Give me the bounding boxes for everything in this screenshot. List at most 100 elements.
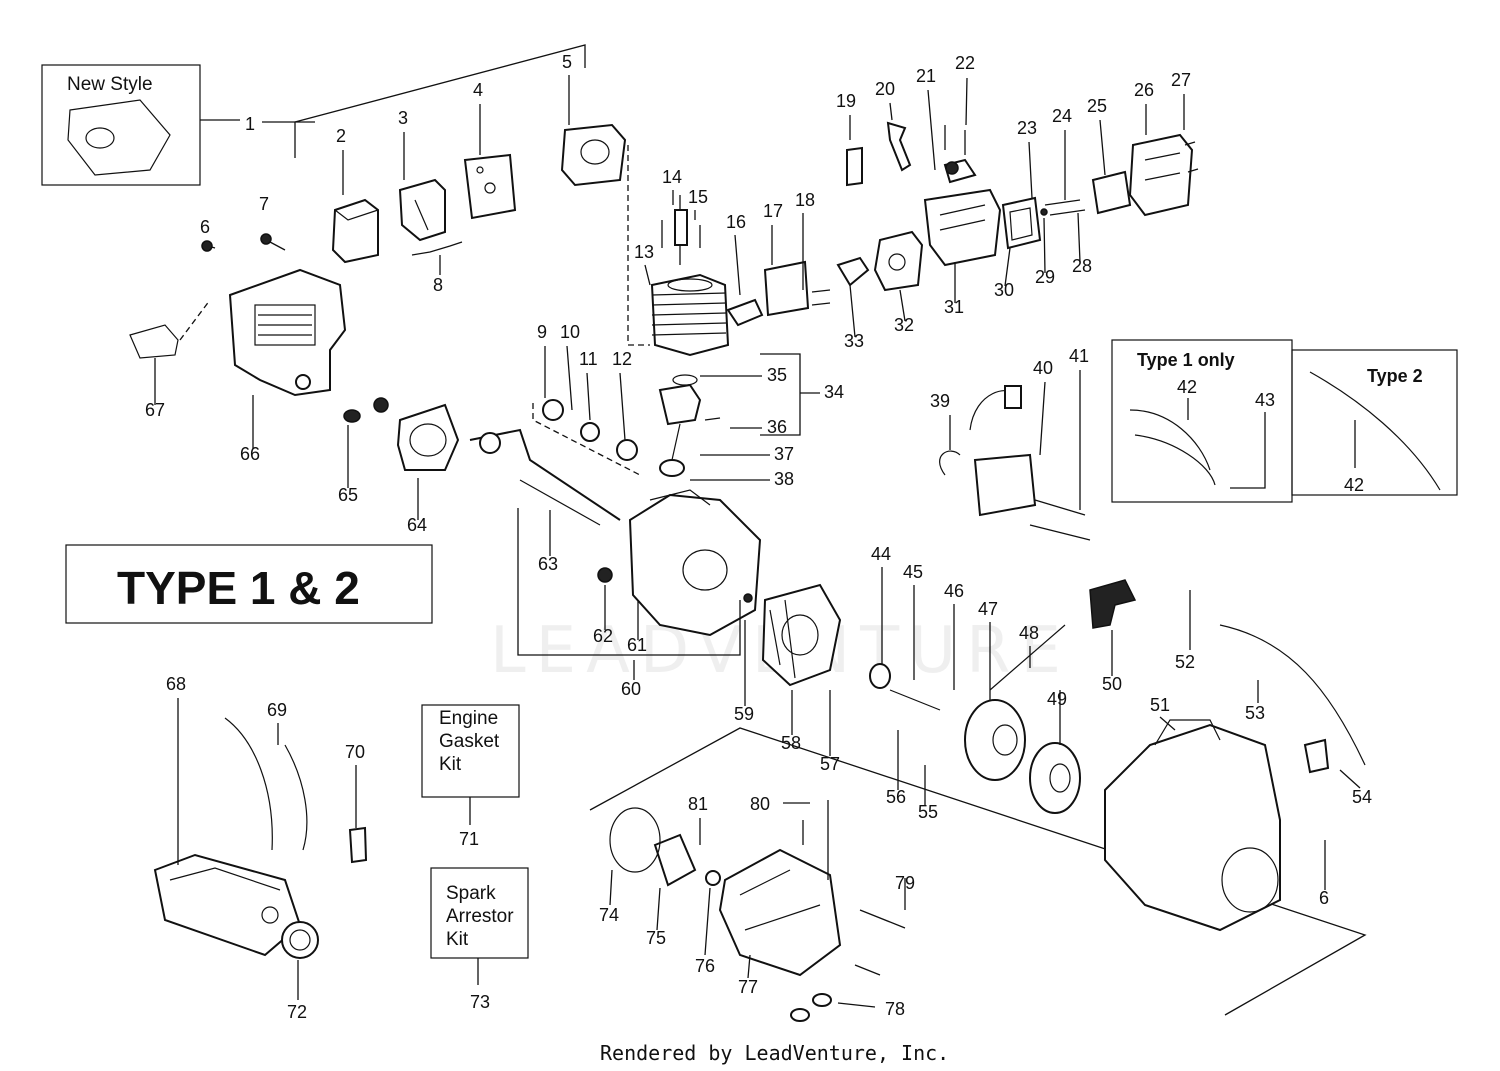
part-starter-housing: [1104, 719, 1281, 932]
label-17: 17: [763, 201, 783, 221]
part-filter-cover: [560, 123, 627, 187]
label-6b: 6: [1319, 888, 1329, 908]
part-gasket-16: [726, 298, 764, 327]
label-44: 44: [871, 544, 891, 564]
label-75: 75: [646, 928, 666, 948]
label-65: 65: [338, 485, 358, 505]
label-72: 72: [287, 1002, 307, 1022]
label-30: 30: [994, 280, 1014, 300]
label-52: 52: [1175, 652, 1195, 672]
part-lever-20: [886, 121, 912, 172]
part-flywheel: [761, 583, 842, 687]
part-filter-plate: [463, 153, 517, 220]
label-leaders: [154, 75, 1361, 1008]
part-gasket-30: [1001, 196, 1042, 250]
part-filter-bracket: [398, 178, 446, 242]
part-block-17: [763, 260, 810, 317]
label-3: 3: [398, 108, 408, 128]
engine-gasket-kit-line2: Gasket: [439, 731, 500, 752]
part-spring: [411, 241, 463, 256]
part-air-box: [923, 158, 1002, 267]
label-76: 76: [695, 956, 715, 976]
label-20: 20: [875, 79, 895, 99]
engine-gasket-kit-box: Engine Gasket Kit: [421, 704, 520, 825]
label-40: 40: [1033, 358, 1053, 378]
label-71: 71: [459, 829, 479, 849]
label-29: 29: [1035, 267, 1055, 287]
part-gasket: [396, 403, 460, 471]
label-23: 23: [1017, 118, 1037, 138]
label-78: 78: [885, 999, 905, 1019]
label-48: 48: [1019, 623, 1039, 643]
type-1-only-label: Type 1 only: [1137, 350, 1235, 370]
label-8: 8: [433, 275, 443, 295]
label-12: 12: [612, 349, 632, 369]
label-47: 47: [978, 599, 998, 619]
part-grommet: [343, 409, 361, 423]
label-81: 81: [688, 794, 708, 814]
part-ignition-coil: [939, 385, 1037, 517]
label-16: 16: [726, 212, 746, 232]
label-19: 19: [836, 91, 856, 111]
label-38: 38: [774, 469, 794, 489]
label-21: 21: [916, 66, 936, 86]
label-26: 26: [1134, 80, 1154, 100]
label-61: 61: [627, 635, 647, 655]
label-39: 39: [930, 391, 950, 411]
label-54: 54: [1352, 787, 1372, 807]
label-56: 56: [886, 787, 906, 807]
label-73: 73: [470, 992, 490, 1012]
label-45: 45: [903, 562, 923, 582]
part-air-filter: [331, 198, 379, 264]
spark-arrestor-kit-line1: Spark: [446, 883, 496, 904]
part-carburetor: [873, 230, 924, 292]
label-36: 36: [767, 417, 787, 437]
label-77: 77: [738, 977, 758, 997]
spark-arrestor-kit-box: Spark Arrestor Kit: [430, 867, 529, 985]
label-64: 64: [407, 515, 427, 535]
part-fuel-tank: [153, 853, 302, 957]
label-51: 51: [1150, 695, 1170, 715]
label-33: 33: [844, 331, 864, 351]
part-number-labels: 1 2 3 4 5 6 7 8 9 10 11 12 13 14 15 16 1…: [145, 52, 1372, 1022]
part-crankcase: [628, 489, 762, 637]
label-62: 62: [593, 626, 613, 646]
label-69: 69: [267, 700, 287, 720]
label-32: 32: [894, 315, 914, 335]
engine-gasket-kit-line3: Kit: [439, 754, 462, 775]
label-68: 68: [166, 674, 186, 694]
label-42a: 42: [1177, 377, 1197, 397]
engine-gasket-kit-line1: Engine: [439, 708, 498, 729]
label-28: 28: [1072, 256, 1092, 276]
label-4: 4: [473, 80, 483, 100]
label-49: 49: [1047, 689, 1067, 709]
label-9: 9: [537, 322, 547, 342]
label-43: 43: [1255, 390, 1275, 410]
label-7: 7: [259, 194, 269, 214]
label-11: 11: [579, 349, 598, 369]
label-42b: 42: [1344, 475, 1364, 495]
label-46: 46: [944, 581, 964, 601]
label-10: 10: [560, 322, 580, 342]
new-style-label: New Style: [67, 74, 153, 95]
label-15: 15: [688, 187, 708, 207]
label-5: 5: [562, 52, 572, 72]
part-crankshaft: [469, 428, 621, 526]
type-1-2-callout: TYPE 1 & 2: [65, 544, 433, 624]
part-fuel-filter: [348, 826, 368, 864]
label-59: 59: [734, 704, 754, 724]
label-74: 74: [599, 905, 619, 925]
part-filter-25: [1091, 170, 1132, 215]
label-58: 58: [781, 733, 801, 753]
label-25: 25: [1087, 96, 1107, 116]
label-18: 18: [795, 190, 815, 210]
label-27: 27: [1171, 70, 1191, 90]
label-60: 60: [621, 679, 641, 699]
label-57: 57: [820, 754, 840, 774]
label-24: 24: [1052, 106, 1072, 126]
type-1-2-label: TYPE 1 & 2: [117, 562, 360, 614]
part-gasket-33: [836, 256, 870, 287]
label-41: 41: [1069, 346, 1089, 366]
part-cylinder: [650, 273, 730, 357]
